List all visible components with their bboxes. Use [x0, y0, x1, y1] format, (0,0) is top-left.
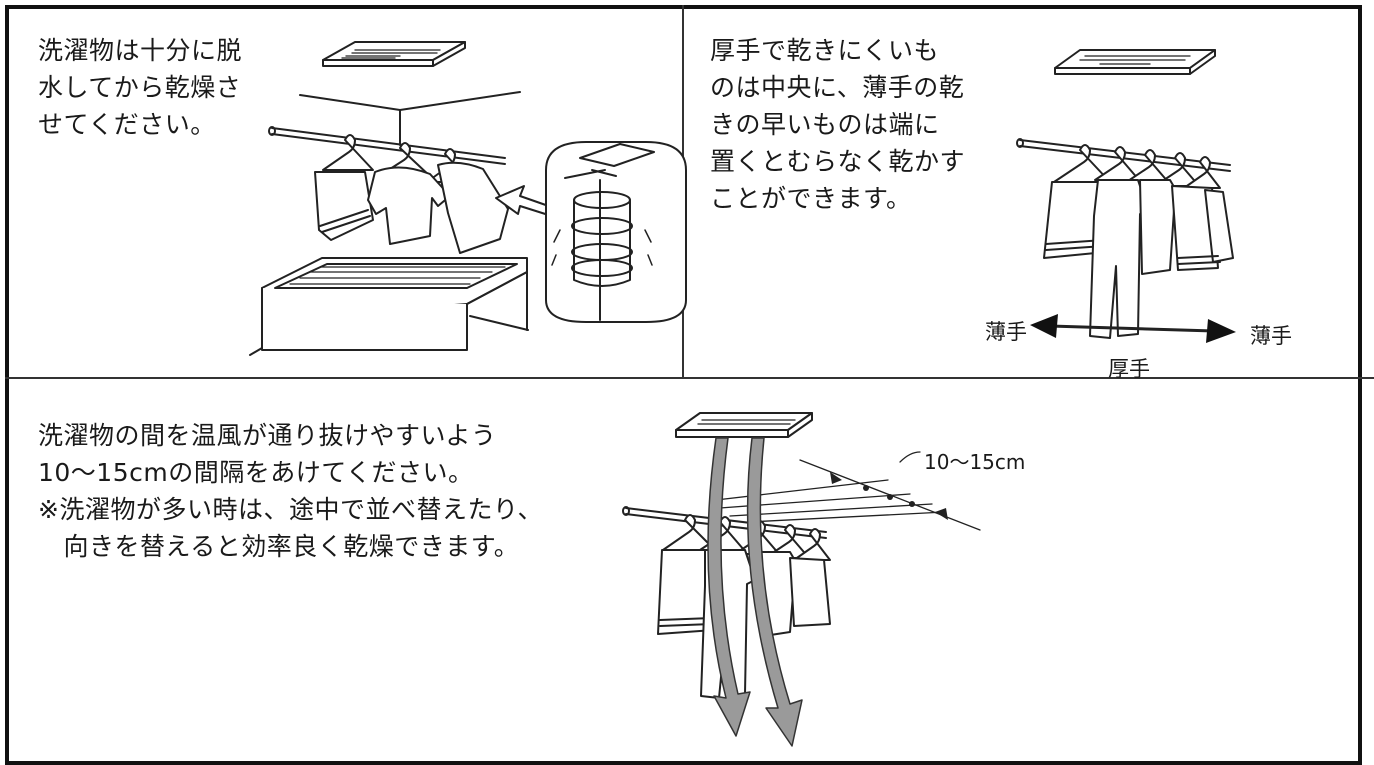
label-thin-left: 薄手: [985, 320, 1027, 344]
airflow-spacing-illustration: [622, 412, 981, 747]
text-line: せてください。: [38, 110, 216, 139]
label-thin-right: 薄手: [1250, 324, 1292, 348]
text-line: きの早いものは端に: [710, 110, 940, 139]
bathroom-drying-illustration: [249, 41, 687, 356]
text-line: ※洗濯物が多い時は、途中で並べ替えたり、: [38, 495, 543, 524]
text-line: 向きを替えると効率良く乾燥できます。: [38, 532, 520, 561]
text-line: のは中央に、薄手の乾: [710, 73, 965, 102]
spacing-label: 10〜15cm: [924, 450, 1026, 474]
clothes-arrangement-illustration: [1016, 49, 1236, 343]
text-line: 水してから乾燥さ: [38, 73, 242, 102]
text-line: 置くとむらなく乾かす: [710, 147, 966, 176]
horizontal-divider: [5, 377, 1374, 379]
text-line: 厚手で乾きにくいも: [710, 36, 940, 65]
text-line: ことができます。: [710, 184, 912, 213]
text-line: 洗濯物の間を温風が通り抜けやすいよう: [38, 421, 497, 450]
label-thick-center: 厚手: [1108, 357, 1150, 381]
text-line: 洗濯物は十分に脱: [38, 36, 243, 65]
text-line: 10〜15cmの間隔をあけてください。: [38, 458, 474, 487]
